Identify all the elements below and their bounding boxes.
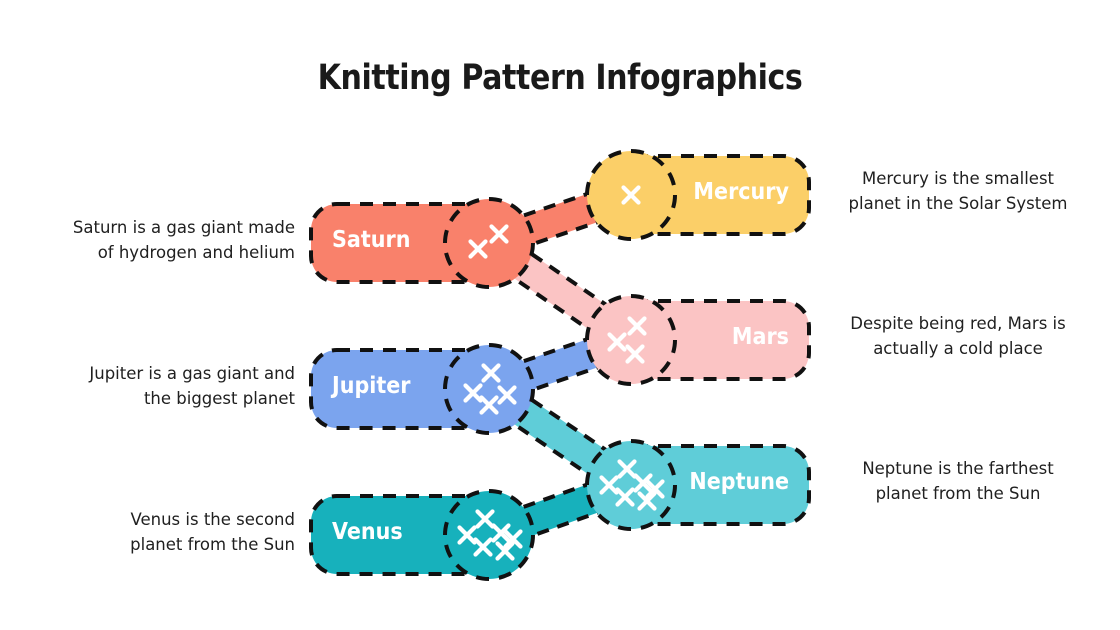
stitch-x-icon bbox=[475, 509, 495, 529]
stitch-x-icon bbox=[627, 316, 647, 336]
planet-label-venus: Venus bbox=[332, 519, 403, 545]
stitch-x-icon bbox=[599, 475, 619, 495]
nodes-layer bbox=[309, 149, 811, 581]
planet-label-neptune: Neptune bbox=[689, 469, 789, 495]
description-mercury: Mercury is the smallest planet in the So… bbox=[848, 169, 1068, 213]
stitch-marks-saturn bbox=[468, 224, 509, 259]
stitch-x-icon bbox=[615, 487, 635, 507]
description-neptune: Neptune is the farthest planet from the … bbox=[862, 459, 1054, 503]
planet-label-jupiter: Jupiter bbox=[332, 373, 411, 399]
description-venus: Venus is the second planet from the Sun bbox=[130, 510, 295, 554]
page-title: Knitting Pattern Infographics bbox=[317, 58, 803, 98]
description-mars: Despite being red, Mars is actually a co… bbox=[850, 314, 1066, 358]
stitch-x-icon bbox=[645, 479, 665, 499]
stitch-marks-mercury bbox=[621, 185, 641, 205]
planet-label-saturn: Saturn bbox=[332, 227, 411, 253]
stitch-x-icon bbox=[473, 537, 493, 557]
node-mars[interactable] bbox=[585, 294, 811, 386]
description-saturn: Saturn is a gas giant made of hydrogen a… bbox=[72, 218, 295, 262]
stitch-x-icon bbox=[617, 459, 637, 479]
stitch-x-icon bbox=[625, 344, 645, 364]
node-stitch-circle-mars[interactable] bbox=[585, 294, 677, 386]
stitch-x-icon bbox=[621, 185, 641, 205]
stitch-marks-mars bbox=[607, 316, 647, 364]
stitch-marks-jupiter bbox=[463, 363, 517, 415]
node-saturn[interactable] bbox=[309, 197, 535, 289]
stitch-x-icon bbox=[479, 395, 499, 415]
stitch-x-icon bbox=[457, 525, 477, 545]
stitch-marks-neptune bbox=[599, 459, 665, 511]
stitch-x-icon bbox=[495, 541, 515, 561]
node-stitch-circle-jupiter[interactable] bbox=[443, 343, 535, 435]
planet-label-mercury: Mercury bbox=[693, 179, 789, 205]
stitch-x-icon bbox=[491, 523, 511, 543]
stitch-x-icon bbox=[468, 239, 488, 259]
stitch-x-icon bbox=[497, 385, 517, 405]
node-stitch-circle-saturn[interactable] bbox=[443, 197, 535, 289]
stitch-x-icon bbox=[503, 529, 523, 549]
stitch-x-icon bbox=[489, 224, 509, 244]
planet-label-mars: Mars bbox=[731, 324, 789, 350]
stitch-x-icon bbox=[607, 332, 627, 352]
stitch-x-icon bbox=[481, 363, 501, 383]
stitch-x-icon bbox=[637, 491, 657, 511]
stitch-x-icon bbox=[463, 383, 483, 403]
stitch-marks-venus bbox=[457, 509, 523, 561]
stitches-layer bbox=[457, 185, 665, 561]
node-jupiter[interactable] bbox=[309, 343, 535, 435]
stitch-x-icon bbox=[633, 473, 653, 493]
description-jupiter: Jupiter is a gas giant and the biggest p… bbox=[89, 364, 295, 408]
